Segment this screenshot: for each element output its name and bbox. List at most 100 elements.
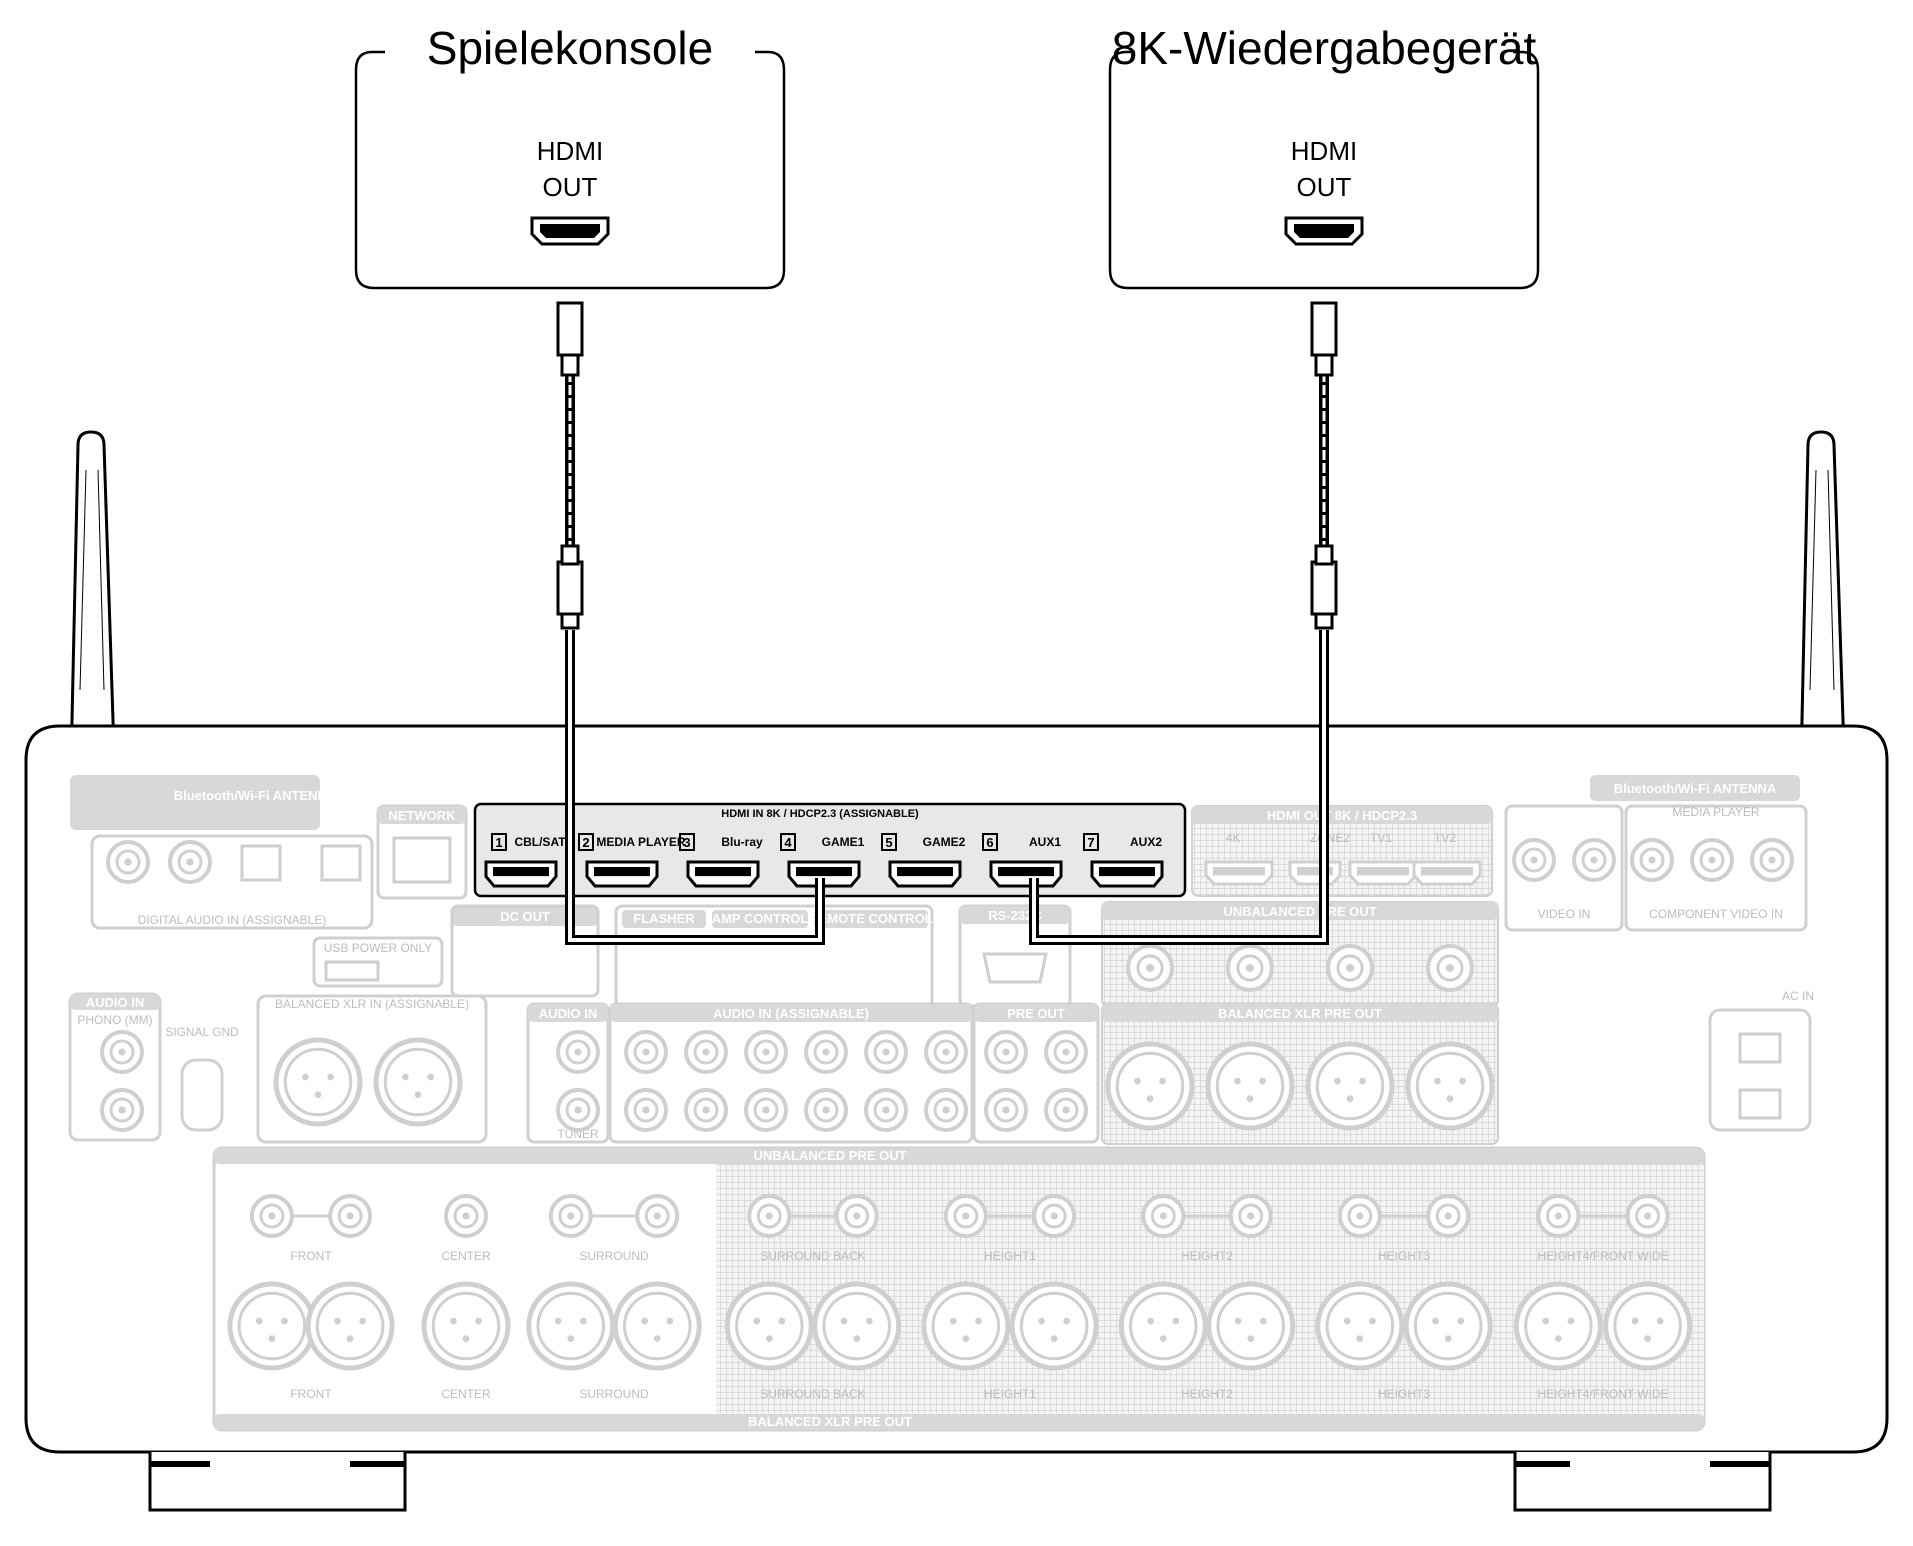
rca-jack-icon [548,1194,593,1238]
hdmi-in-panel: HDMI IN 8K / HDCP2.3 (ASSIGNABLE) 1 CBL/S… [473,802,1187,898]
hdmi-port-icon [1204,860,1274,886]
amp-control-label: AMP CONTROL [712,911,809,926]
xlr-jack-icon [1513,1281,1603,1371]
channel-label: HEIGHT2 [1181,1387,1233,1401]
rca-jack-icon [1044,1030,1088,1074]
media-player-label: MEDIA PLAYER [1672,805,1759,819]
optical-jack-icon [320,844,362,882]
xlr-jack-icon [1403,1281,1493,1371]
hdmi-input-number-box: 4 [780,833,796,851]
rca-jack-icon [1141,1194,1186,1238]
usb-power-label: USB POWER ONLY [324,941,432,955]
subwoofer-unbalanced-header: UNBALANCED PRE OUT [1223,904,1376,919]
device-title: Spielekonsole [427,22,713,74]
xlr-jack-icon [921,1281,1011,1371]
rca-jack-icon [804,1030,848,1074]
audio-in-phono-label: AUDIO IN [86,995,145,1010]
xlr-jack-icon [305,1281,395,1371]
rca-jack-icon [635,1194,680,1238]
hdmi-out-label: ZONE2 [1310,831,1350,845]
hdmi-out-port-icon [530,216,610,246]
hdmi-port-icon [989,860,1063,888]
signal-gnd-label: SIGNAL GND [165,1025,239,1039]
hdmi-input-number: 1 [495,835,502,850]
hdmi-plug-icon [556,301,584,630]
rca-jack-icon [834,1194,879,1238]
rca-jack-icon [1572,838,1616,882]
device-port-label: HDMI [537,136,603,166]
dc-out-label: DC OUT [500,909,550,924]
hdmi-input-name: AUX1 [1029,835,1061,849]
rca-jack-icon [1228,1194,1273,1238]
channel-label: HEIGHT3 [1378,1387,1430,1401]
rca-jack-icon [556,1088,600,1132]
network-label: NETWORK [388,808,456,823]
channel-label: FRONT [290,1387,332,1401]
hdmi-input-number-box: 3 [679,833,695,851]
pre-out-zone-label: PRE OUT [1007,1006,1065,1021]
xlr-jack-icon [724,1281,814,1371]
xlr-jack-icon [1603,1281,1693,1371]
device-port-label: HDMI [1291,136,1357,166]
hdmi-port-icon [888,860,962,888]
hdmi-cable-8k-player [1029,301,1338,945]
hdmi-port-icon [686,860,760,888]
rca-jack-icon [1512,838,1556,882]
hdmi-input-number-box: 1 [491,833,507,851]
hdmi-plug-icon [1310,301,1338,630]
channel-label: HEIGHT4/FRONT WIDE [1537,1249,1668,1263]
rca-jack-icon [864,1088,908,1132]
xlr-jack-icon [421,1281,511,1371]
channel-label: HEIGHT2 [1181,1249,1233,1263]
rca-jack-icon [1750,838,1794,882]
hdmi-out-label: 4K [1226,831,1241,845]
rca-jack-icon [1630,838,1674,882]
xlr-jack-icon [227,1281,317,1371]
hdmi-input-number-box: 7 [1083,833,1099,851]
rs232c-label: RS-232C [988,908,1042,923]
optical-jack-icon [240,844,282,882]
video-in-label: VIDEO IN [1538,907,1591,921]
device-port-label: OUT [543,172,598,202]
rca-jack-icon [1326,944,1374,992]
tuner-label: TUNER [557,1127,599,1141]
channel-label: HEIGHT3 [1378,1249,1430,1263]
rca-jack-icon [984,1030,1028,1074]
hdmi-in-header: HDMI IN 8K / HDCP2.3 (ASSIGNABLE) [721,808,919,820]
hdmi-input-number: 4 [784,835,792,850]
unbalanced-pre-out-header: UNBALANCED PRE OUT [753,1148,906,1163]
hdmi-input-number: 5 [885,835,892,850]
xlr-jack-icon [526,1281,616,1371]
channel-label: FRONT [290,1249,332,1263]
component-video-in-label: COMPONENT VIDEO IN [1649,907,1783,921]
channel-label: HEIGHT1 [984,1249,1036,1263]
rca-jack-icon [1426,944,1474,992]
channel-label: CENTER [441,1249,491,1263]
rca-jack-icon [106,840,150,884]
rca-jack-icon [744,1088,788,1132]
rca-jack-icon [684,1088,728,1132]
channel-label: SURROUND [579,1249,649,1263]
rca-jack-icon [747,1194,792,1238]
hdmi-input-name: CBL/SAT [514,835,566,849]
rca-jack-icon [924,1088,968,1132]
rca-jack-icon [1690,838,1734,882]
rca-jack-icon [1426,1194,1471,1238]
xlr-jack-icon [612,1281,702,1371]
xlr-jack-icon [1105,1041,1195,1131]
rca-jack-icon [1032,1194,1077,1238]
antenna-right-icon [1798,430,1848,814]
rca-jack-icon [943,1194,988,1238]
rca-jack-icon [100,1088,144,1132]
xlr-jack-icon [1405,1041,1495,1131]
hdmi-input-number-box: 5 [881,833,897,851]
hdmi-port-icon [484,860,558,888]
antenna-label-right: Bluetooth/Wi-Fi ANTENNA [1614,781,1777,796]
antenna-left-icon [68,430,118,814]
hdmi-input-number: 2 [582,835,589,850]
xlr-jack-icon [373,1037,463,1127]
channel-label: SURROUND [579,1387,649,1401]
rca-jack-icon [624,1030,668,1074]
rca-jack-icon [249,1194,294,1238]
ac-in-label: AC IN [1782,989,1814,1003]
